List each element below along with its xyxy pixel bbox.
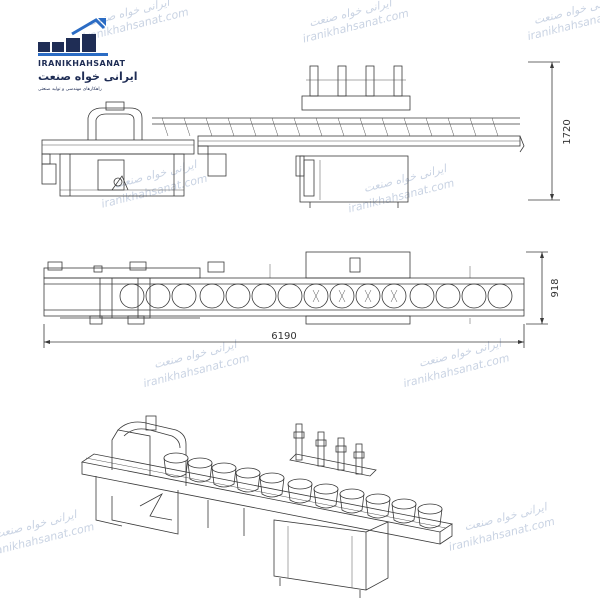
brand-name-persian: ایرانی خواه صنعت bbox=[38, 70, 138, 83]
isometric-view bbox=[80, 415, 454, 598]
brand-tagline: راهکارهای مهندسی و تولید صنعتی bbox=[38, 86, 102, 92]
isometric-containers bbox=[163, 452, 443, 529]
plan-view: 918 6190 bbox=[43, 251, 561, 348]
factory-icon bbox=[38, 18, 108, 56]
plan-view-containers bbox=[119, 283, 513, 309]
brand-logo: IRANIKHAHSANAT ایرانی خواه صنعت راهکارها… bbox=[38, 18, 138, 92]
dimension-width: 918 bbox=[550, 278, 561, 297]
side-elevation-view: 1720 bbox=[41, 61, 573, 208]
dimension-height: 1720 bbox=[562, 119, 573, 144]
brand-name-latin: IRANIKHAHSANAT bbox=[38, 59, 126, 68]
dimension-length: 6190 bbox=[271, 331, 296, 342]
